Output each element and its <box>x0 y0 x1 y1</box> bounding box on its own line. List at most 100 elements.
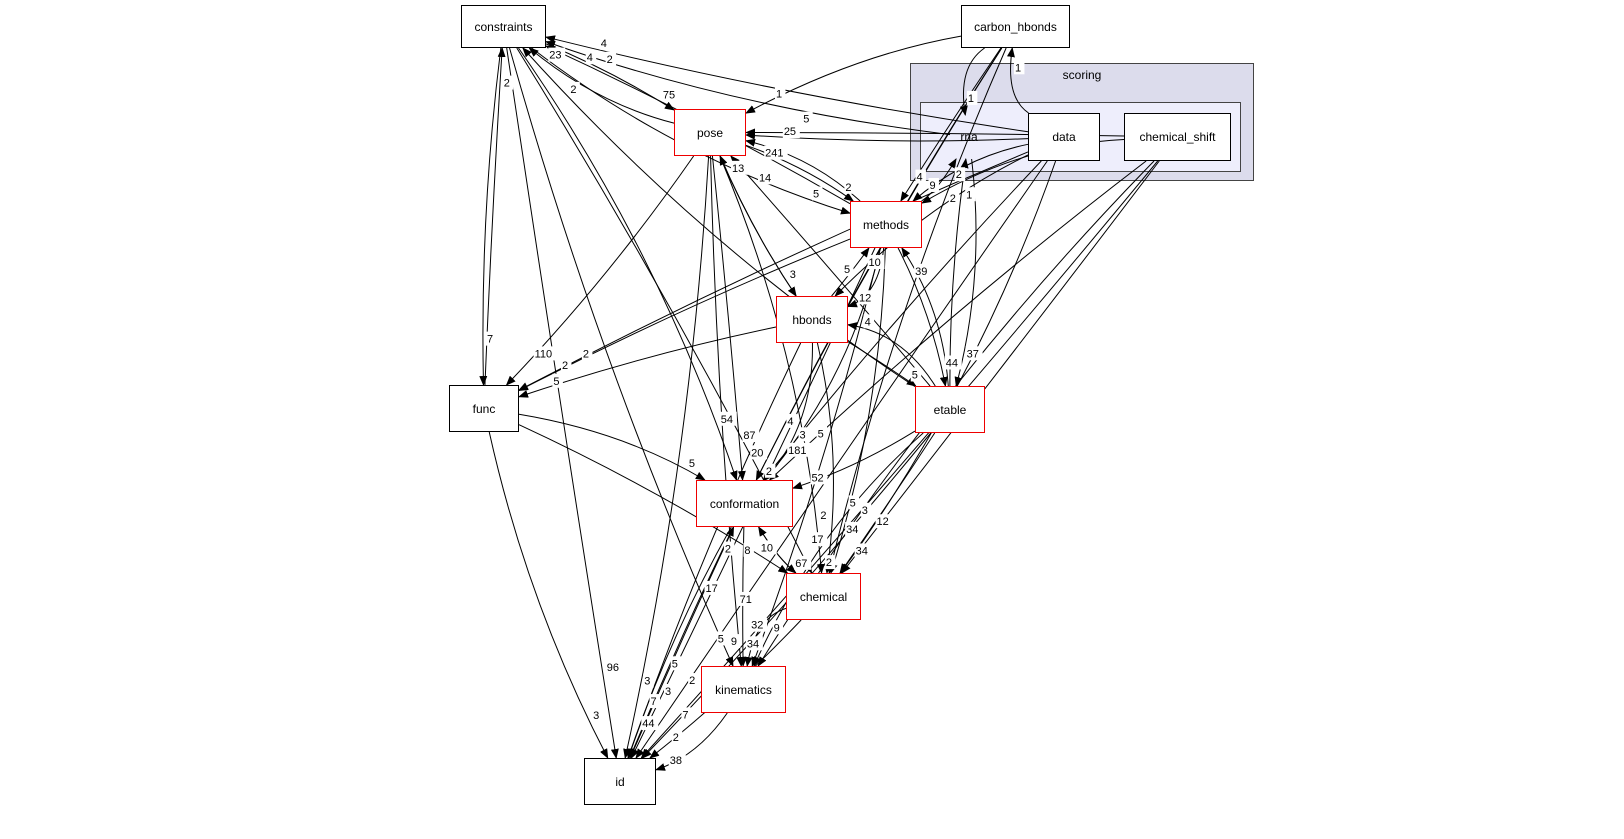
edge-label[interactable]: 5 <box>813 188 819 200</box>
edge-func-to-id[interactable] <box>488 431 609 759</box>
edge-data-to-id[interactable] <box>635 160 1048 759</box>
edge-constraints-to-conformation[interactable] <box>518 47 738 481</box>
edge-data-to-hbonds[interactable] <box>834 154 1029 297</box>
edge-label[interactable]: 2 <box>820 510 826 522</box>
edge-label[interactable]: 13 <box>732 163 744 175</box>
edge-label[interactable]: 181 <box>788 445 806 457</box>
edge-label[interactable]: 5 <box>718 633 724 645</box>
node-constraints[interactable]: constraints <box>461 5 546 48</box>
edge-label[interactable]: 44 <box>946 357 958 369</box>
edge-label[interactable]: 2 <box>950 193 956 205</box>
node-id[interactable]: id <box>584 758 656 805</box>
edge-label[interactable]: 5 <box>818 428 824 440</box>
edge-carbon_hbonds-to-methods[interactable] <box>900 47 1002 202</box>
node-pose[interactable]: pose <box>674 109 746 156</box>
node-chemical-shift[interactable]: chemical_shift <box>1124 113 1231 161</box>
edge-label[interactable]: 10 <box>869 257 881 269</box>
edge-pose-to-id[interactable] <box>623 155 710 759</box>
edge-pose-to-func[interactable] <box>505 155 695 386</box>
edge-etable-to-pose[interactable] <box>730 155 931 387</box>
edge-label[interactable]: 9 <box>774 622 780 634</box>
edge-label[interactable]: 9 <box>731 636 737 648</box>
edge-label[interactable]: 38 <box>670 755 682 767</box>
edge-label[interactable]: 4 <box>916 172 922 184</box>
edge-label[interactable]: 5 <box>553 376 559 388</box>
edge-label[interactable]: 44 <box>642 718 654 730</box>
node-hbonds[interactable]: hbonds <box>776 296 848 343</box>
edge-hbonds-to-conformation[interactable] <box>764 342 813 481</box>
edge-label[interactable]: 12 <box>877 516 889 528</box>
edge-func-to-conformation[interactable] <box>518 413 706 481</box>
edge-label[interactable]: 3 <box>862 505 868 517</box>
edge-label[interactable]: 4 <box>587 52 593 64</box>
edge-label[interactable]: 241 <box>765 148 783 160</box>
edge-label[interactable]: 2 <box>766 466 772 478</box>
node-methods[interactable]: methods <box>850 201 922 248</box>
edge-chemical-to-conformation[interactable] <box>758 526 797 574</box>
edge-methods-to-etable[interactable] <box>897 247 948 387</box>
edge-label[interactable]: 20 <box>751 447 763 459</box>
edge-label[interactable]: 2 <box>583 348 589 360</box>
edge-label[interactable]: 2 <box>956 169 962 181</box>
edge-label[interactable]: 1 <box>776 89 782 101</box>
edge-pose-to-conformation[interactable] <box>711 155 746 481</box>
edge-label[interactable]: 1 <box>1015 62 1021 74</box>
edge-label[interactable]: 34 <box>856 545 868 557</box>
edge-label[interactable]: 17 <box>705 583 717 595</box>
edge-label[interactable]: 25 <box>784 126 796 138</box>
edge-label[interactable]: 87 <box>743 430 755 442</box>
edge-label[interactable]: 3 <box>593 710 599 722</box>
edge-label[interactable]: 110 <box>535 348 553 360</box>
node-etable[interactable]: etable <box>915 386 985 433</box>
node-conformation[interactable]: conformation <box>696 480 793 527</box>
edge-label[interactable]: 5 <box>844 264 850 276</box>
edge-pose-to-kinematics[interactable] <box>710 155 745 667</box>
edge-label[interactable]: 96 <box>607 662 619 674</box>
edge-label[interactable]: 5 <box>672 658 678 670</box>
edge-chemical-to-kinematics[interactable] <box>744 607 787 667</box>
edge-label[interactable]: 5 <box>912 369 918 381</box>
edge-label[interactable]: 10 <box>761 542 773 554</box>
edge-constraints-to-kinematics[interactable] <box>509 47 734 667</box>
edge-label[interactable]: 67 <box>795 558 807 570</box>
edge-pose-to-chemical[interactable] <box>719 155 825 574</box>
edge-data-to-pose[interactable] <box>745 131 1029 142</box>
edge-label[interactable]: 8 <box>744 545 750 557</box>
node-kinematics[interactable]: kinematics <box>701 666 786 713</box>
edge-label[interactable]: 54 <box>721 414 733 426</box>
edge-label[interactable]: 5 <box>850 497 856 509</box>
edge-rna-to-constraints[interactable] <box>545 40 951 136</box>
edge-label[interactable]: 17 <box>811 534 823 546</box>
edge-label[interactable]: 4 <box>601 38 607 50</box>
edge-label[interactable]: 9 <box>929 180 935 192</box>
edge-data-to-carbon_hbonds[interactable] <box>1006 47 1029 114</box>
node-chemical[interactable]: chemical <box>786 573 861 620</box>
edge-kinematics-to-id[interactable] <box>655 712 728 771</box>
edge-label[interactable]: 32 <box>751 620 763 632</box>
node-rna[interactable]: rna <box>950 115 988 159</box>
edge-etable-to-hbonds[interactable] <box>847 322 936 387</box>
edge-label[interactable]: 2 <box>562 360 568 372</box>
edge-label[interactable]: 71 <box>740 594 752 606</box>
edge-label[interactable]: 3 <box>644 676 650 688</box>
edge-label[interactable]: 4 <box>865 316 871 328</box>
edge-label[interactable]: 1 <box>966 189 972 201</box>
edge-label[interactable]: 7 <box>682 709 688 721</box>
edge-conformation-to-id[interactable] <box>627 526 732 759</box>
edge-label[interactable]: 39 <box>915 266 927 278</box>
edge-label[interactable]: 34 <box>846 524 858 536</box>
edge-label[interactable]: 4 <box>787 416 793 428</box>
edge-label[interactable]: 37 <box>967 348 979 360</box>
edge-methods-to-kinematics[interactable] <box>751 247 881 667</box>
edge-label[interactable]: 52 <box>811 472 823 484</box>
edge-pose-to-methods[interactable] <box>745 144 855 202</box>
edge-hbonds-to-etable[interactable] <box>847 341 917 387</box>
edge-label[interactable]: 75 <box>663 90 675 102</box>
node-func[interactable]: func <box>449 385 519 432</box>
edge-carbon_hbonds-to-chemical[interactable] <box>827 47 1007 574</box>
edge-label[interactable]: 1 <box>968 93 974 105</box>
edge-hbonds-to-func[interactable] <box>518 326 777 398</box>
edge-label[interactable]: 2 <box>845 182 851 194</box>
edge-label[interactable]: 5 <box>689 458 695 470</box>
edge-carbon_hbonds-to-id[interactable] <box>629 47 1003 759</box>
